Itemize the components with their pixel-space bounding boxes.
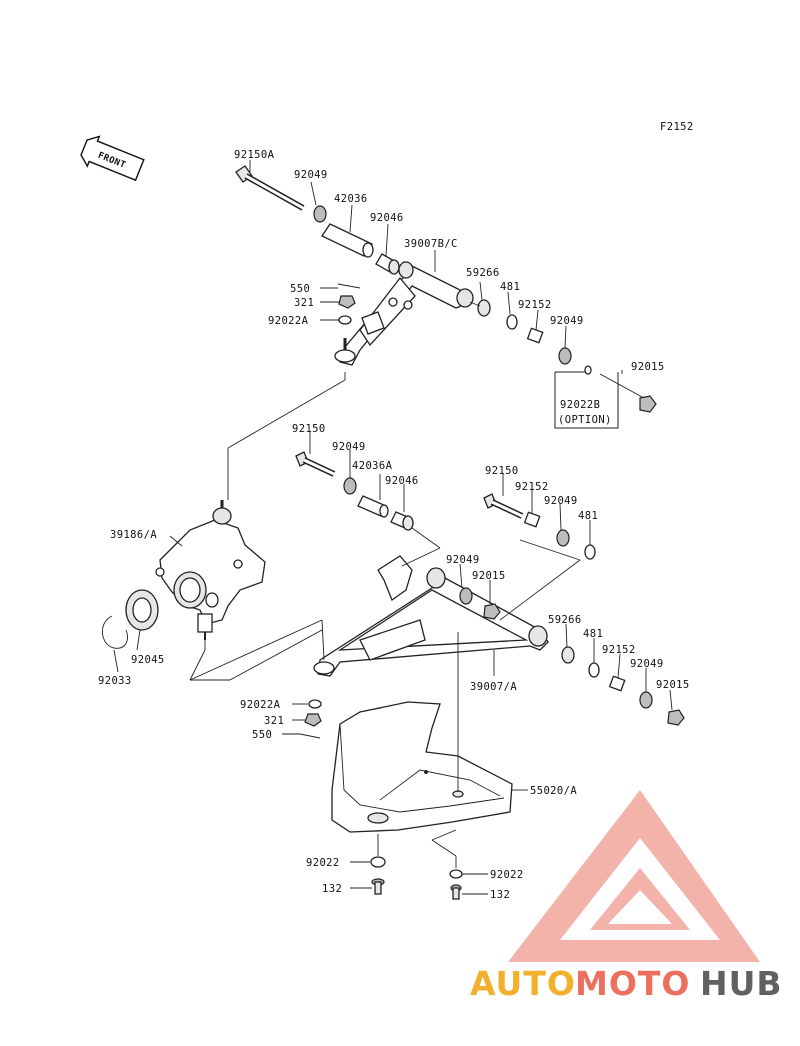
- part-labels: 92150A 92049 42036 92046 39007B/C 59266 …: [98, 149, 690, 901]
- upper-a-arm: [334, 260, 474, 366]
- lower-bushing-92046: [390, 511, 414, 531]
- upper-seal-front: [313, 205, 327, 223]
- option-bracket: [554, 372, 619, 429]
- label-92022-left: 92022: [306, 857, 340, 869]
- label-92150-lower-rear: 92150: [485, 465, 519, 477]
- label-321-upper: 321: [294, 297, 314, 309]
- label-39186A: 39186/A: [110, 529, 157, 541]
- label-92150A: 92150A: [234, 149, 275, 161]
- label-321-lower: 321: [264, 715, 284, 727]
- washer-92022B: [584, 365, 592, 375]
- circlip: [102, 615, 128, 649]
- lower-seal-92049-a: [556, 529, 570, 547]
- watermark-triangle-logo: [508, 790, 760, 962]
- label-92049-upper-rear: 92049: [550, 315, 584, 327]
- label-55020A: 55020/A: [530, 785, 577, 797]
- label-92015-lower-mid: 92015: [472, 570, 506, 582]
- cotter-pin-lower: [299, 733, 321, 739]
- bolt-132-right: [450, 884, 462, 900]
- label-92022A-upper: 92022A: [268, 315, 309, 327]
- upper-seal-rear: [558, 347, 572, 365]
- bolt-132-left: [371, 878, 385, 895]
- wheel-bearing: [125, 589, 159, 631]
- upper-collar: [321, 223, 374, 258]
- label-92022A-lower: 92022A: [240, 699, 281, 711]
- upper-collar-92152: [526, 327, 544, 344]
- lower-oring-481-a: [584, 544, 596, 560]
- upper-spacer-59266: [477, 299, 491, 317]
- label-550-upper: 550: [290, 283, 310, 295]
- label-550-lower: 550: [252, 729, 272, 741]
- label-42036: 42036: [334, 193, 368, 205]
- lower-seal-92049-b: [459, 587, 473, 605]
- label-92033: 92033: [98, 675, 132, 687]
- lower-front-seal: [343, 477, 357, 495]
- label-92046-upper: 92046: [370, 212, 404, 224]
- upper-bolt: [235, 165, 305, 211]
- label-42036A: 42036A: [352, 460, 393, 472]
- label-92150-lower-front: 92150: [292, 423, 326, 435]
- watermark-text: AUTO MOTO HUB: [470, 964, 783, 1003]
- watermark-auto: AUTO: [470, 964, 576, 1003]
- upper-oring-481: [506, 314, 518, 330]
- watermark-hub: HUB: [700, 964, 783, 1003]
- lower-seal-92049-c: [639, 691, 653, 709]
- figure-code: F2152: [660, 121, 694, 133]
- lower-oring-481-b: [588, 662, 600, 678]
- label-92049-lower-end: 92049: [630, 658, 664, 670]
- upper-nut-92015: [639, 395, 657, 413]
- label-92046-lower: 92046: [385, 475, 419, 487]
- label-132-left: 132: [322, 883, 342, 895]
- label-39007BC: 39007B/C: [404, 238, 458, 250]
- skid-guard: [331, 701, 513, 833]
- label-92152-lower: 92152: [602, 644, 636, 656]
- leader-lines: [113, 160, 673, 895]
- label-39007A: 39007/A: [470, 681, 517, 693]
- label-92022-right: 92022: [490, 869, 524, 881]
- lower-collar-92152-b: [608, 675, 626, 692]
- label-92049-lower-rear: 92049: [544, 495, 578, 507]
- watermark-moto: MOTO: [575, 964, 690, 1003]
- label-92049-upper-front: 92049: [294, 169, 328, 181]
- castle-nut-lower: [304, 713, 322, 727]
- label-92152-upper: 92152: [518, 299, 552, 311]
- label-59266-upper: 59266: [466, 267, 500, 279]
- label-92049-lower-mid: 92049: [446, 554, 480, 566]
- lower-collar-42036A: [357, 495, 389, 518]
- label-132-right: 132: [490, 889, 510, 901]
- label-481-upper: 481: [500, 281, 520, 293]
- lower-nut-92015-b: [667, 709, 685, 726]
- label-option: (OPTION): [558, 414, 612, 426]
- lower-collar-92152: [523, 511, 541, 528]
- castle-nut-upper: [338, 295, 356, 309]
- label-481-lower: 481: [583, 628, 603, 640]
- washer-92022-left: [370, 856, 386, 868]
- lower-a-arm: [313, 555, 549, 677]
- label-92015-upper: 92015: [631, 361, 665, 373]
- lower-nut-92015-a: [483, 603, 501, 620]
- upper-bushing: [375, 253, 400, 275]
- front-arrow-icon: FRONT: [80, 135, 145, 182]
- steering-knuckle: [155, 500, 266, 640]
- washer-92022A-lower: [308, 699, 322, 709]
- lower-spacer-59266: [561, 646, 575, 664]
- cotter-pin-upper: [337, 283, 361, 289]
- lower-rear-bolt: [483, 493, 524, 519]
- label-92015-lower-end: 92015: [656, 679, 690, 691]
- label-92049-lower-front: 92049: [332, 441, 366, 453]
- label-92152-lower-rear: 92152: [515, 481, 549, 493]
- label-92045: 92045: [131, 654, 165, 666]
- label-481-lower-rear: 481: [578, 510, 598, 522]
- lower-front-bolt: [295, 451, 336, 477]
- washer-92022-right: [449, 869, 463, 879]
- label-92022B: 92022B: [560, 399, 600, 411]
- washer-92022A-upper: [338, 315, 352, 325]
- label-59266-lower: 59266: [548, 614, 582, 626]
